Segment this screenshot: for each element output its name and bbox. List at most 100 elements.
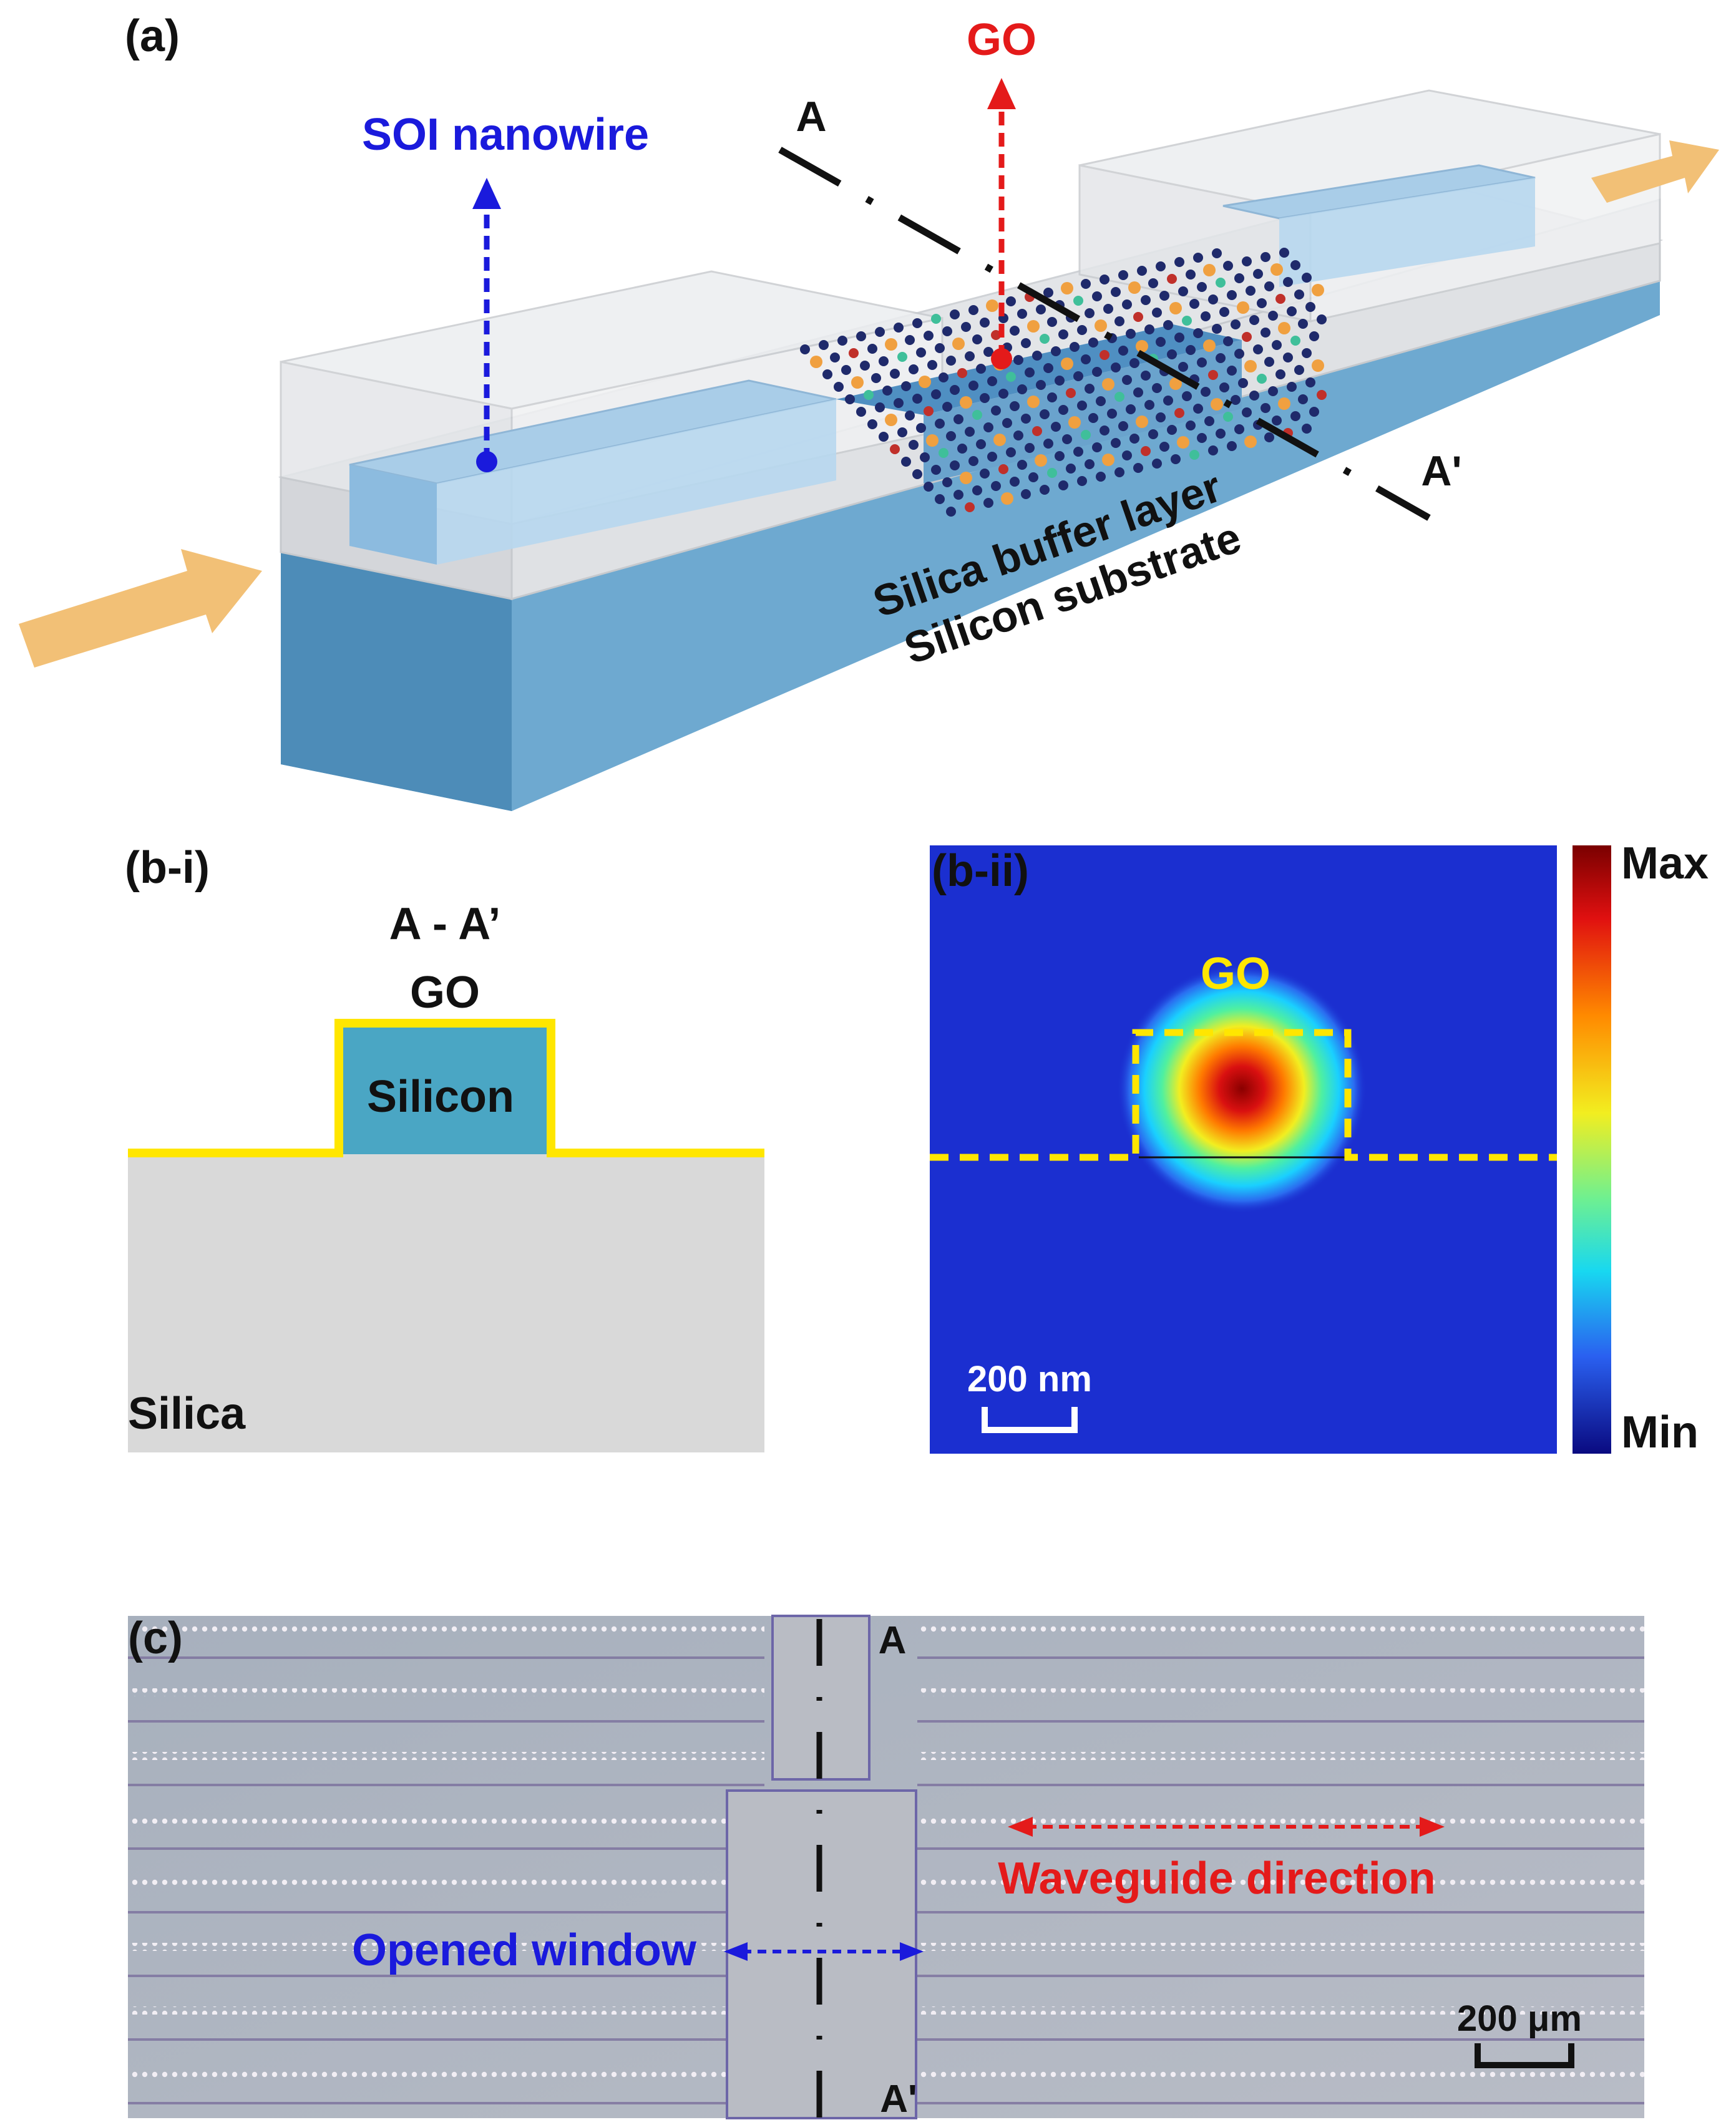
go-atom <box>965 427 975 437</box>
go-atom <box>1111 287 1121 297</box>
go-atom <box>1051 422 1061 432</box>
ring-array-row <box>917 1688 1644 1696</box>
waveguide-arrowhead-left <box>1008 1817 1033 1837</box>
go-atom <box>1043 288 1053 298</box>
go-atom <box>1058 480 1068 490</box>
soi-nanowire-right <box>1222 164 1536 287</box>
go-atom <box>1257 298 1267 308</box>
go-atom <box>960 472 972 484</box>
colorbar-max-label: Max <box>1621 839 1709 888</box>
silica-cladding <box>128 1153 764 1452</box>
go-atom <box>849 348 859 358</box>
ring-array-row <box>128 1816 764 1824</box>
go-atom <box>1212 324 1222 334</box>
waveguide-line <box>128 1784 764 1786</box>
waveguide-line <box>917 1975 1644 1977</box>
waveguide-line <box>128 1656 764 1659</box>
go-atom <box>1102 378 1114 391</box>
scale-bar-c-label: 200 μm <box>1457 1998 1582 2039</box>
go-atom <box>1201 311 1211 321</box>
go-atom <box>1055 451 1065 461</box>
go-atom <box>1219 307 1229 317</box>
go-atom <box>972 334 982 344</box>
go-atom <box>875 327 885 337</box>
go-atom <box>822 369 832 379</box>
go-atom <box>939 372 948 382</box>
go-atom <box>1040 485 1050 495</box>
go-atom <box>1244 360 1257 372</box>
go-atom <box>1081 430 1091 440</box>
go-atom <box>1193 404 1203 414</box>
go-atom <box>946 431 956 441</box>
go-atom <box>1047 317 1057 327</box>
go-atom <box>1036 304 1046 314</box>
go-atom <box>1278 322 1290 334</box>
scale-bar-label: 200 nm <box>967 1359 1092 1399</box>
go-field-label: GO <box>1201 949 1270 999</box>
silicon-core <box>339 1023 551 1154</box>
go-atom <box>1290 336 1300 346</box>
go-atom <box>1171 454 1181 464</box>
go-atom <box>1040 409 1050 419</box>
go-atom <box>1001 492 1013 505</box>
go-film <box>800 248 1327 517</box>
go-atom <box>800 344 810 354</box>
go-atom <box>1129 358 1139 368</box>
go-atom <box>931 389 941 399</box>
ring-array-row <box>128 1879 764 1887</box>
go-atom <box>1302 273 1312 283</box>
go-atom <box>1197 357 1207 367</box>
go-atom <box>1189 450 1199 460</box>
go-atom <box>1234 424 1244 434</box>
go-atom <box>1294 365 1304 375</box>
go-atom <box>867 344 877 354</box>
go-atom <box>1270 263 1283 276</box>
point-a-prime-c-label: A' <box>880 2078 917 2121</box>
go-atom <box>1133 387 1143 397</box>
go-atom <box>909 440 919 450</box>
go-atom <box>1186 421 1196 430</box>
panel-b-i: (b-i) A - A’ GO Silicon Silica <box>125 843 764 1452</box>
go-atom <box>1070 342 1080 352</box>
go-atom <box>875 402 885 412</box>
go-atom <box>871 373 881 383</box>
go-atom <box>1237 301 1249 314</box>
go-atom <box>1096 396 1106 406</box>
go-atom <box>991 481 1001 491</box>
go-atom <box>924 331 934 341</box>
go-atom <box>834 382 844 392</box>
go-atom <box>1174 408 1184 418</box>
go-atom <box>935 494 945 504</box>
go-atom <box>1100 425 1109 435</box>
go-atom <box>957 444 967 454</box>
go-atom <box>1242 256 1252 266</box>
go-atom <box>897 352 907 362</box>
go-atom <box>935 419 945 429</box>
go-atom <box>1317 314 1327 324</box>
go-atom <box>1212 248 1222 258</box>
go-atom <box>942 402 952 412</box>
ring-array-row <box>917 1943 1644 1951</box>
panel-a-label: (a) <box>125 11 180 61</box>
go-atom <box>942 477 952 487</box>
go-atom <box>924 406 934 416</box>
go-atom <box>1227 441 1237 451</box>
go-atom <box>1253 269 1263 279</box>
ring-array-row <box>128 1943 764 1951</box>
go-atom <box>1028 472 1038 482</box>
window-arrowhead-right <box>900 1942 924 1961</box>
go-atom <box>983 498 993 508</box>
go-atom <box>1081 354 1091 364</box>
go-atom <box>1085 384 1095 394</box>
go-atom <box>894 323 904 333</box>
go-atom <box>1152 459 1162 469</box>
go-pointer-arrowhead <box>987 78 1016 109</box>
go-atom <box>851 376 864 389</box>
go-atom <box>1193 328 1203 338</box>
go-atom <box>864 390 874 400</box>
go-atom <box>1061 357 1073 370</box>
go-atom <box>931 465 941 475</box>
go-atom <box>1073 296 1083 306</box>
waveguide-rows <box>128 1625 1644 2104</box>
go-atom <box>1006 447 1016 457</box>
